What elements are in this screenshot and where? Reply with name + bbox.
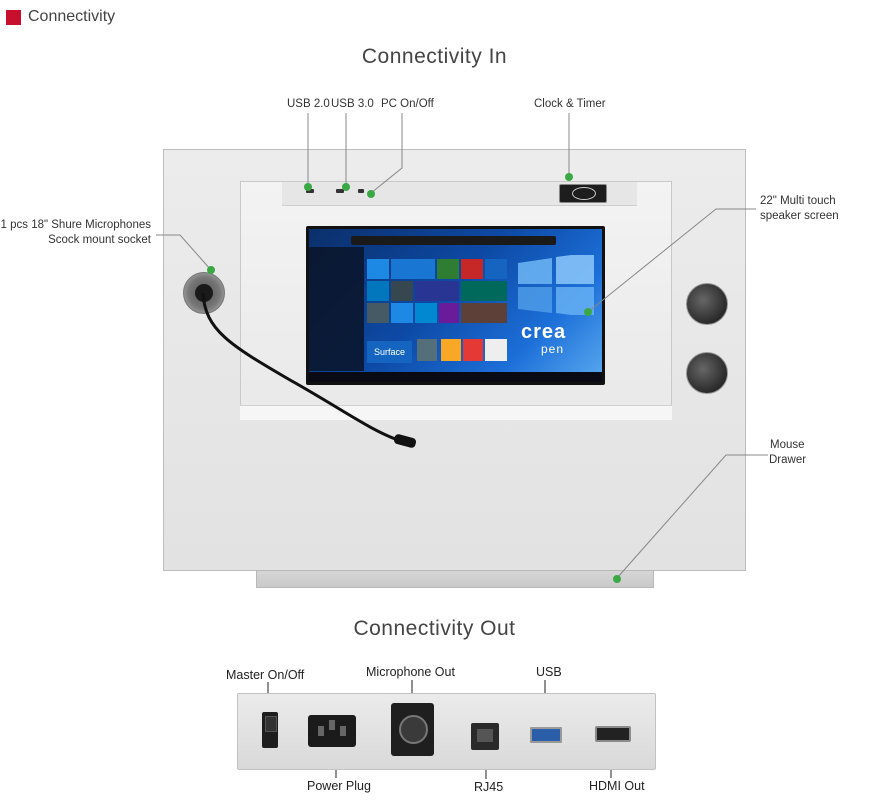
desk-shelf xyxy=(240,405,672,420)
label-usb: USB xyxy=(536,665,562,679)
touch-screen: Surface crea pen xyxy=(309,229,602,382)
brand-crea: crea xyxy=(521,321,567,343)
speaker-hole-top xyxy=(686,283,728,325)
usb-socket xyxy=(530,727,562,743)
mouse-drawer xyxy=(256,570,654,588)
dot-usb3 xyxy=(342,183,350,191)
windows-logo-icon xyxy=(518,255,594,315)
rear-panel xyxy=(237,693,656,770)
label-mic-line1: 1 pcs 18" Shure Microphones xyxy=(0,219,151,231)
label-mic-line2: Scock mount socket xyxy=(48,234,151,246)
label-screen-line1: 22" Multi touch xyxy=(760,195,836,207)
pc-switch xyxy=(358,189,364,193)
hdmi-socket xyxy=(595,726,631,742)
label-master-onoff: Master On/Off xyxy=(226,668,305,682)
label-screen-line2: speaker screen xyxy=(760,210,839,222)
power-plug-socket xyxy=(308,715,356,747)
usb2-port xyxy=(306,189,314,193)
clock-timer xyxy=(559,184,607,203)
rj45-socket xyxy=(471,723,499,750)
label-drawer: Drawer xyxy=(769,454,807,466)
screen-toolbar xyxy=(351,236,556,245)
connectivity-out-title: Connectivity Out xyxy=(353,617,516,640)
label-pc-onoff: PC On/Off xyxy=(381,98,434,110)
usb3-port xyxy=(336,189,344,193)
connectivity-in-title: Connectivity In xyxy=(361,45,508,68)
dot-drawer xyxy=(613,575,621,583)
label-mouse: Mouse xyxy=(770,439,805,451)
surface-tile: Surface xyxy=(367,341,412,363)
xlr-socket xyxy=(391,703,434,756)
taskbar xyxy=(309,372,602,382)
dot-mic xyxy=(207,266,215,274)
start-tiles xyxy=(367,259,510,364)
dot-clock xyxy=(565,173,573,181)
label-clock-timer: Clock & Timer xyxy=(534,98,606,110)
start-menu xyxy=(309,247,364,371)
label-usb2: USB 2.0 xyxy=(287,98,330,110)
header-title: Connectivity xyxy=(28,8,116,25)
label-power-plug: Power Plug xyxy=(307,779,371,793)
label-usb3: USB 3.0 xyxy=(331,98,374,110)
header-square-icon xyxy=(6,9,21,25)
brand-pen: pen xyxy=(541,342,565,356)
master-switch xyxy=(262,712,278,748)
dot-pc xyxy=(367,190,375,198)
section-header: Connectivity xyxy=(6,8,115,26)
dot-usb2 xyxy=(304,183,312,191)
dot-screen xyxy=(584,308,592,316)
label-microphone-out: Microphone Out xyxy=(366,665,455,679)
speaker-hole-bottom xyxy=(686,352,728,394)
label-rj45: RJ45 xyxy=(474,780,504,794)
label-hdmi-out: HDMI Out xyxy=(589,779,645,793)
